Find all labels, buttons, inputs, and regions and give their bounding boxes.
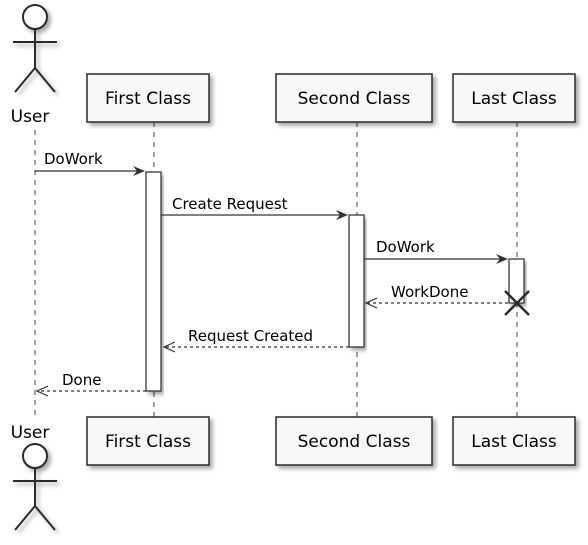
message-workdone-label: WorkDone	[391, 283, 468, 301]
message-request-created	[162, 341, 349, 353]
second-class-label-top: Second Class	[298, 89, 411, 109]
first-class-label-bottom: First Class	[105, 432, 191, 452]
message-dowork-1	[35, 166, 145, 176]
second-class-activation	[348, 214, 365, 348]
second-class-box-top	[275, 73, 433, 123]
message-workdone	[364, 297, 508, 309]
user-label-bottom: User	[11, 423, 50, 443]
last-class-box-top	[452, 73, 576, 123]
message-dowork-1-label: DoWork	[44, 150, 103, 168]
message-create-request	[161, 210, 348, 220]
second-class-label-bottom: Second Class	[298, 432, 411, 452]
last-class-label-top: Last Class	[471, 89, 557, 109]
message-dowork-2-label: DoWork	[376, 238, 435, 256]
user-label-top: User	[11, 107, 50, 127]
last-class-box-bottom	[452, 416, 576, 466]
destroy-marker	[504, 290, 530, 316]
user-actor-top	[13, 4, 57, 93]
message-dowork-2	[364, 254, 508, 264]
message-done	[35, 385, 146, 397]
message-create-request-label: Create Request	[172, 195, 288, 213]
first-class-activation	[145, 171, 162, 392]
message-request-created-label: Request Created	[188, 327, 313, 345]
message-done-label: Done	[62, 371, 101, 389]
first-class-box-bottom	[86, 416, 210, 466]
last-class-label-bottom: Last Class	[471, 432, 557, 452]
first-class-label-top: First Class	[105, 89, 191, 109]
second-class-box-bottom	[275, 416, 433, 466]
first-class-box-top	[86, 73, 210, 123]
user-actor-bottom	[13, 443, 57, 531]
